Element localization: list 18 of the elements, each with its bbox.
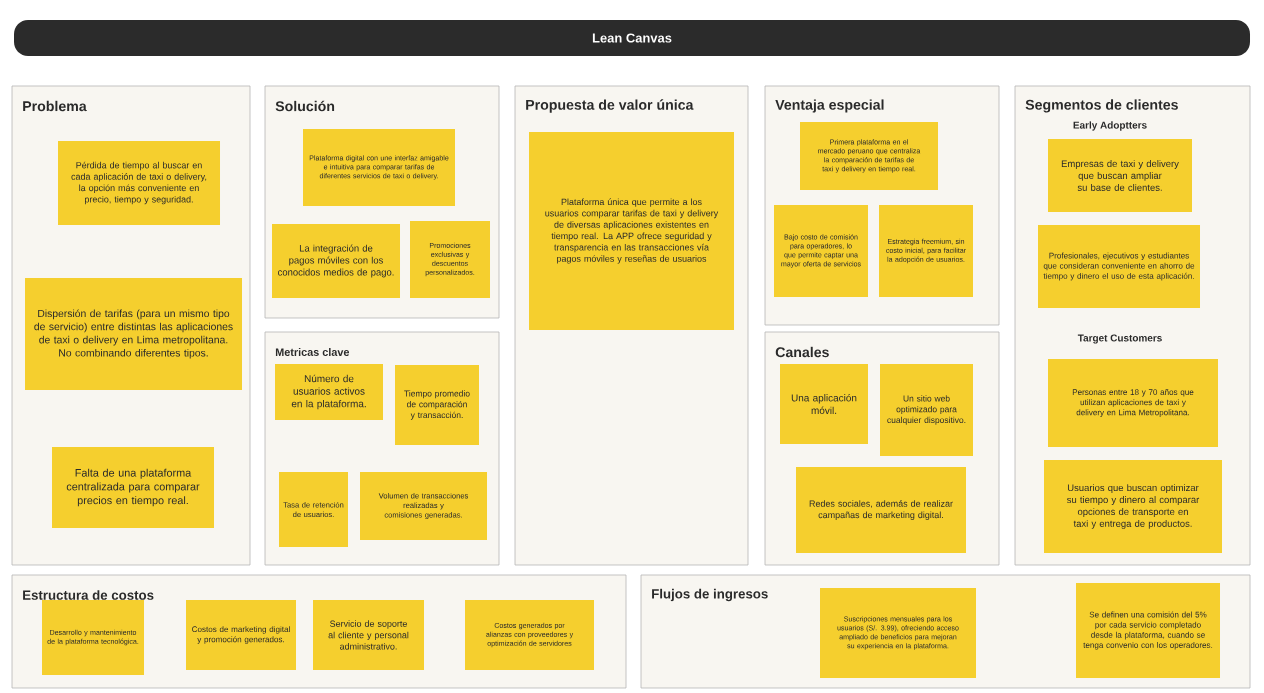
sticky-note: Pérdida de tiempo al buscar en cada aplicación de taxi o delivery, la opción más conveniente en precio, tiempo y seguridad. <box>58 141 220 225</box>
sticky-note: Tiempo promedio de comparación y transacción. <box>395 365 479 445</box>
sticky-note: Se definen una comisión del 5% por cada servicio completado desde la plataforma, cuando se tenga convenio con los operadores. <box>1076 583 1220 678</box>
sticky-note: Falta de una plataforma centralizada para comparar precios en tiempo real. <box>52 447 214 528</box>
sticky-note: Dispersión de tarifas (para un mismo tipo de servicio) entre distintas las aplicaciones de taxi o delivery en Lima metropolitana. No combinando diferentes tipos. <box>25 278 242 390</box>
sticky-note: Plataforma única que permite a los usuarios comparar tarifas de taxi y delivery de diversas aplicaciones existentes en tiempo real. La APP ofrece seguridad y transparencia en las transacciones vía pagos móviles y reseñas de usuarios <box>529 132 734 330</box>
sticky-note: Número de usuarios activos en la plataforma. <box>275 364 383 420</box>
sticky-note: Profesionales, ejecutivos y estudiantes que consideran conveniente en ahorro de tiempo y dinero el uso de esta aplicación. <box>1038 225 1200 308</box>
sticky-note: Un sitio web optimizado para cualquier dispositivo. <box>880 364 973 456</box>
sticky-note: Costos de marketing digital y promoción generados. <box>186 600 296 670</box>
sticky-note: Redes sociales, además de realizar campañas de marketing digital. <box>796 467 966 553</box>
sticky-note: Servicio de soporte al cliente y personal administrativo. <box>313 600 424 670</box>
sticky-note: Usuarios que buscan optimizar su tiempo y dinero al comparar opciones de transporte en taxi y entrega de productos. <box>1044 460 1222 553</box>
title-band: Lean Canvas <box>14 20 1250 56</box>
sticky-note: La integración de pagos móviles con los conocidos medios de pago. <box>272 224 400 298</box>
sticky-note: Empresas de taxi y delivery que buscan ampliar su base de clientes. <box>1048 139 1192 212</box>
sticky-note: Una aplicación móvil. <box>780 364 868 444</box>
sticky-note: Personas entre 18 y 70 años que utilizan aplicaciones de taxi y delivery en Lima Metropolitana. <box>1048 359 1218 447</box>
